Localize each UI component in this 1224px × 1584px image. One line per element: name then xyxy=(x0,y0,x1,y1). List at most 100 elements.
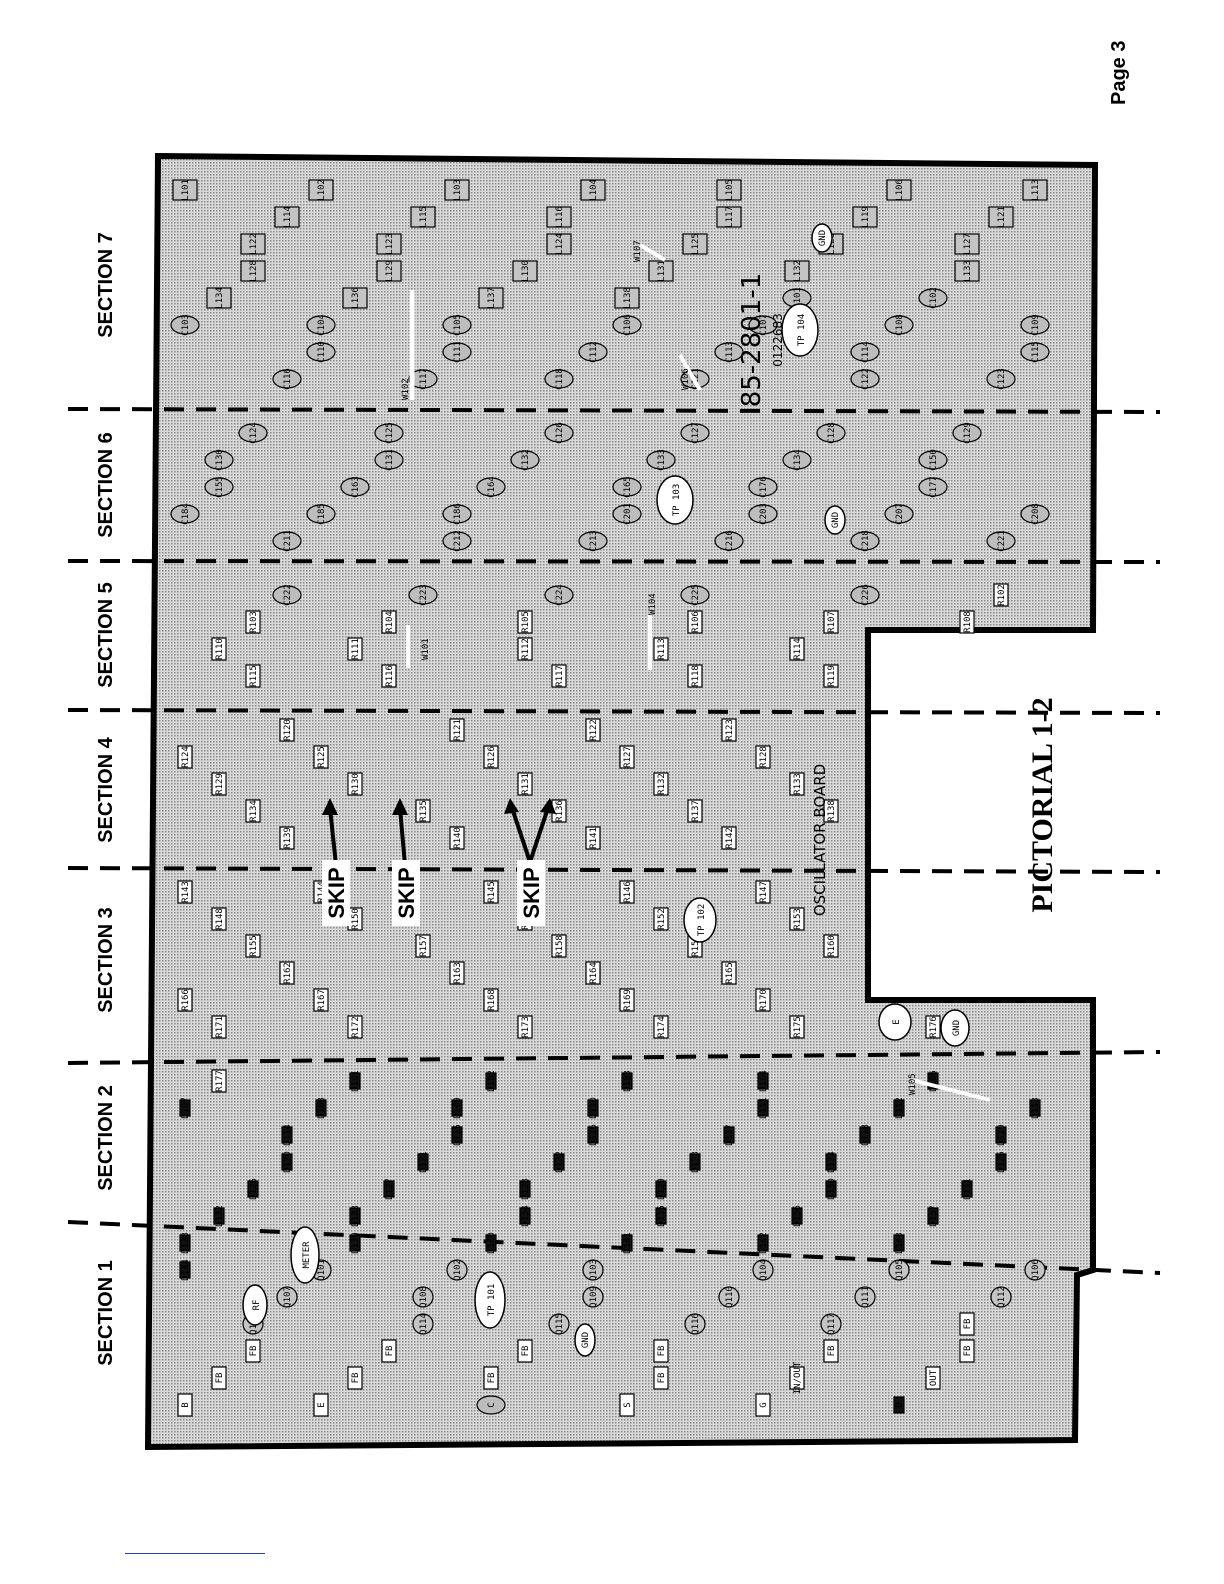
component-c150-body xyxy=(918,450,948,470)
component-fb-220: FB xyxy=(517,1339,533,1363)
component-r115-98: R115 xyxy=(245,664,261,688)
component-l114-7: L114 xyxy=(274,206,300,228)
divider-2-3 xyxy=(67,1050,1161,1065)
component-r177-body xyxy=(211,1069,227,1093)
skip-label-2: SKIP xyxy=(394,867,419,918)
component-l128-label: L128 xyxy=(249,260,259,282)
component-l133-body xyxy=(954,260,980,282)
connector-gnd-2-label: GND xyxy=(581,1332,591,1348)
component-d142-body xyxy=(757,1234,769,1252)
component-r115-body xyxy=(245,664,261,688)
component-r111-94: R111 xyxy=(347,637,363,661)
component-c176-body xyxy=(748,477,778,497)
component-d119-174: D119 xyxy=(995,1124,1007,1146)
connector-meter-label: METER xyxy=(302,1241,312,1269)
component-c221-label: C221 xyxy=(997,530,1007,552)
component-c212-76: C212 xyxy=(442,530,472,552)
component-c113-body xyxy=(714,342,744,362)
component-c211-label: C211 xyxy=(283,530,293,552)
component-r152-label: R152 xyxy=(657,908,667,930)
component-l128-body xyxy=(240,260,266,282)
component-c221-body xyxy=(986,531,1016,551)
component-c134-body xyxy=(782,450,812,470)
component-r142-label: R142 xyxy=(725,827,735,849)
component-r132-115: R132 xyxy=(653,772,669,796)
component-fb-label: FB xyxy=(521,1346,531,1357)
component-d134-body xyxy=(519,1207,531,1225)
component-r175-154: R175 xyxy=(789,1015,805,1039)
component-l131-body xyxy=(648,260,674,282)
component-r106-body xyxy=(687,610,703,634)
component-c201-body xyxy=(612,504,642,524)
component-c102-label: C102 xyxy=(929,287,939,309)
component-l122-13: L122 xyxy=(240,233,266,255)
component-l114-label: L114 xyxy=(283,206,293,228)
skip-box-1 xyxy=(322,860,350,926)
component-r145-128: R145 xyxy=(483,880,499,904)
component-d101-157: D101 xyxy=(349,1070,361,1092)
component-c109-body xyxy=(1020,315,1050,335)
connector-meter: METER xyxy=(290,1226,320,1284)
component-d132-body xyxy=(213,1207,225,1225)
component-r170-body xyxy=(755,988,771,1012)
component-c103-body xyxy=(170,315,200,335)
component-l123-14: L123 xyxy=(376,233,402,255)
component-c127-body xyxy=(680,423,710,443)
component-d107-body xyxy=(179,1099,191,1117)
component-s-label: S xyxy=(623,1402,633,1407)
component-d129-body xyxy=(655,1180,667,1198)
component-c104-label: C104 xyxy=(317,314,327,336)
component-q104-body xyxy=(752,1259,774,1281)
component-fb-label: FB xyxy=(657,1346,667,1357)
component-c226-body xyxy=(850,585,880,605)
component-c150-61: C150 xyxy=(918,449,948,471)
component-c116-44: C116 xyxy=(272,368,302,390)
component-r104-body xyxy=(381,610,397,634)
component-c225-84: C225 xyxy=(680,584,710,606)
component-l113-6: L113 xyxy=(1022,179,1048,201)
component-fb-225: FB xyxy=(347,1366,363,1390)
component-d-label: D xyxy=(895,1402,905,1407)
component-d132-label: D132 xyxy=(215,1205,225,1227)
component-r123-106: R123 xyxy=(721,718,737,742)
component-l101-0: L101 xyxy=(172,179,198,201)
component-r110-label: R110 xyxy=(215,638,225,660)
component-r176-label: R176 xyxy=(929,1016,939,1038)
component-c104-body xyxy=(306,315,336,335)
component-c122-48: C122 xyxy=(850,368,880,390)
component-q106-205: Q106 xyxy=(1024,1259,1046,1281)
component-c103-label: C103 xyxy=(181,314,191,336)
component-l127-label: L127 xyxy=(963,233,973,255)
component-d113-168: D113 xyxy=(1029,1097,1041,1119)
component-d136-body xyxy=(791,1207,803,1225)
component-r103-label: R103 xyxy=(249,611,259,633)
component-c130-label: C130 xyxy=(215,449,225,471)
component-l138-label: L138 xyxy=(623,287,633,309)
component-c109-label: C109 xyxy=(1031,314,1041,336)
component-r107-label: R107 xyxy=(827,611,837,633)
component-r114-body xyxy=(789,637,805,661)
component-r132-label: R132 xyxy=(657,773,667,795)
component-r160-body xyxy=(823,934,839,958)
component-r146-129: R146 xyxy=(619,880,635,904)
component-r103-body xyxy=(245,610,261,634)
component-d144-body xyxy=(179,1261,191,1279)
component-q110-label: Q110 xyxy=(725,1286,735,1308)
component-c212-label: C212 xyxy=(453,530,463,552)
component-r152-body xyxy=(653,907,669,931)
component-r173-label: R173 xyxy=(521,1016,531,1038)
component-c223-body xyxy=(408,585,438,605)
component-d126-body xyxy=(247,1180,259,1198)
component-r140-label: R140 xyxy=(453,827,463,849)
component-l134-label: L134 xyxy=(215,287,225,309)
component-r138-label: R138 xyxy=(827,800,837,822)
component-q106-body xyxy=(1024,1259,1046,1281)
component-r176-body xyxy=(925,1015,941,1039)
component-d117-label: D117 xyxy=(725,1124,735,1146)
component-d101-body xyxy=(349,1072,361,1090)
component-l103-2: L103 xyxy=(444,179,470,201)
component-q112-211: Q112 xyxy=(990,1286,1012,1308)
component-r174-body xyxy=(653,1015,669,1039)
component-c130-body xyxy=(204,450,234,470)
component-d138-body xyxy=(179,1234,191,1252)
